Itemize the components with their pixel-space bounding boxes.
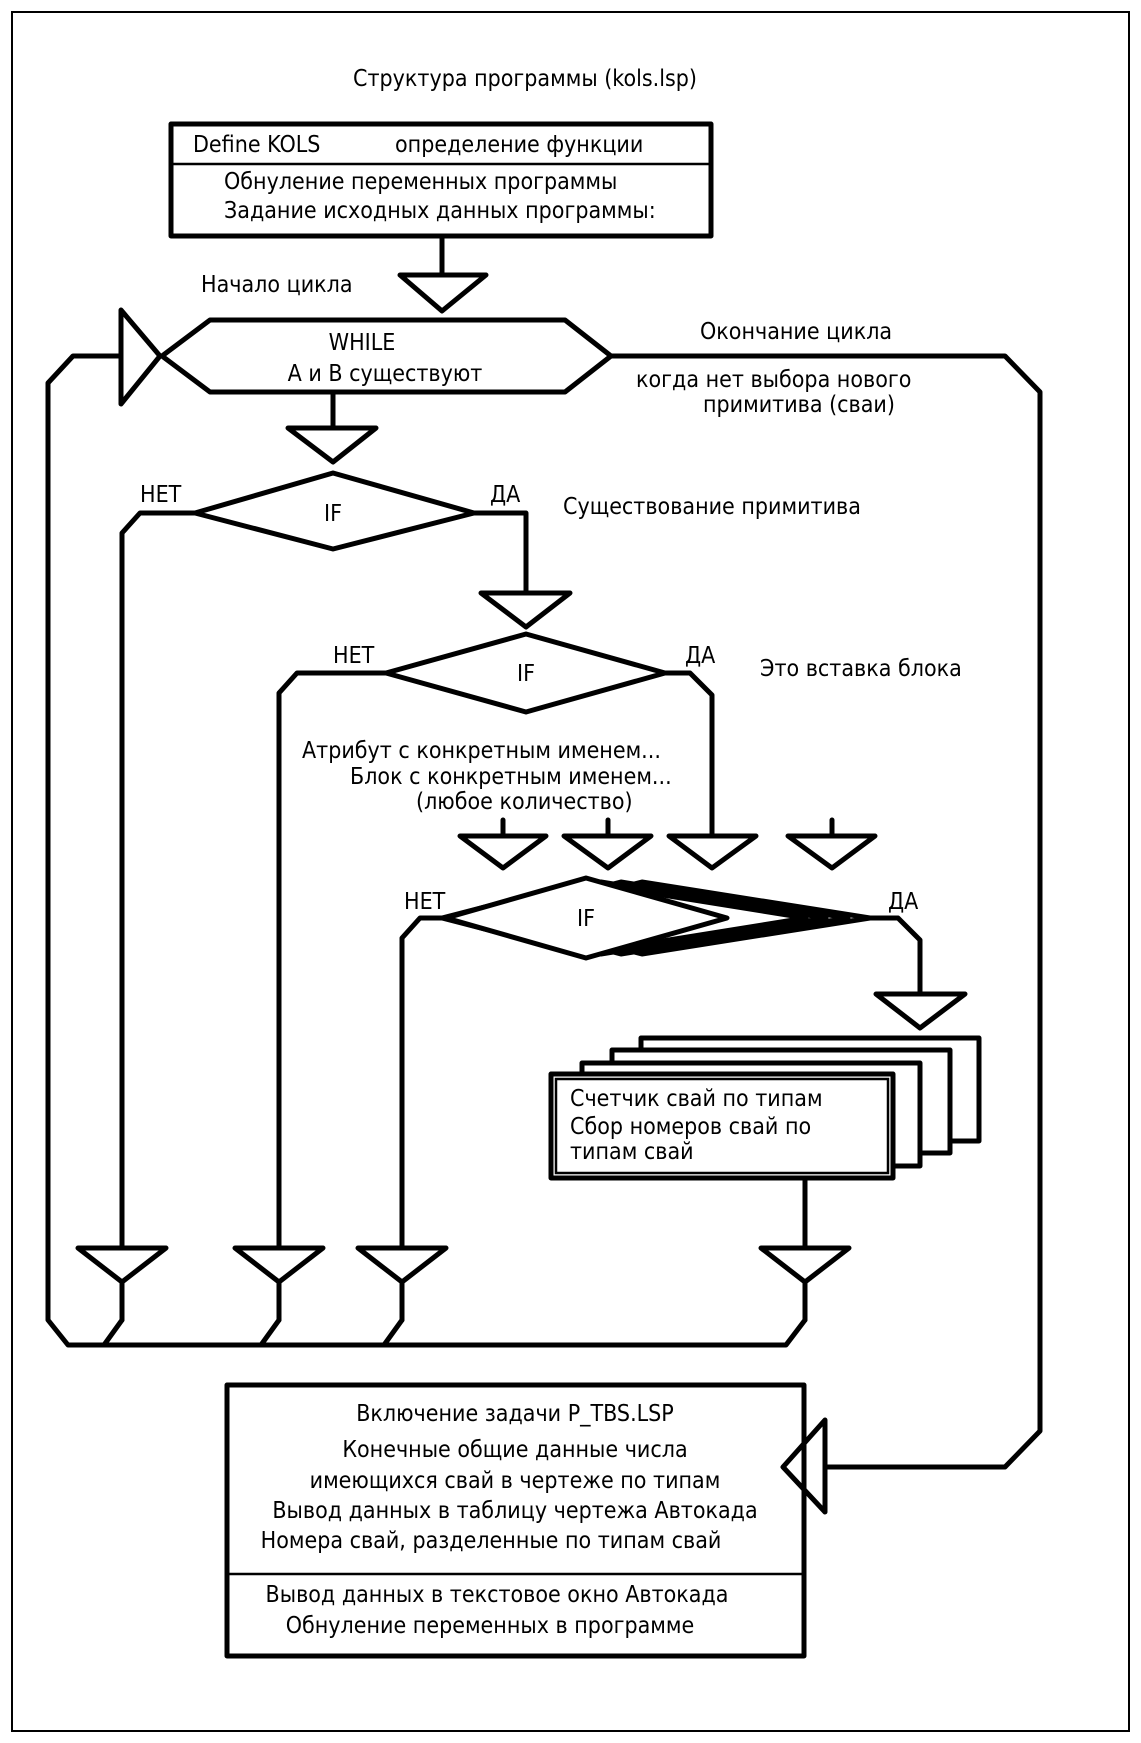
if1-yes: ДА (490, 482, 520, 508)
final-line-3: имеющихся свай в чертеже по типам (310, 1468, 721, 1494)
if3-yes-line (867, 915, 923, 997)
final-line-7: Обнуление переменных в программе (286, 1613, 695, 1639)
incoming-arrows (457, 817, 878, 871)
merge-1 (101, 1317, 125, 1348)
loop-end-note-2: примитива (сваи) (703, 392, 895, 418)
if2-yes-line (662, 670, 715, 839)
while-keyword: WHILE (329, 330, 396, 356)
arrow-if2 (478, 590, 573, 630)
final-line-5: Номера свай, разделенные по типам свай (261, 1528, 722, 1554)
loop-end-note-1: когда нет выбора нового (636, 367, 911, 393)
loop-exit-line (608, 353, 1043, 1470)
bottom-arrows (75, 1245, 852, 1323)
final-line-4: Вывод данных в таблицу чертежа Автокада (272, 1498, 757, 1524)
if2-note: Это вставка блока (760, 656, 962, 682)
final-line-6: Вывод данных в текстовое окно Автокада (266, 1582, 729, 1608)
if2-yes: ДА (685, 643, 715, 669)
counter-line-1: Счетчик свай по типам (570, 1086, 823, 1112)
if2-no-line (276, 670, 389, 1251)
diagram-title: Структура программы (kols.lsp) (353, 66, 697, 92)
while-condition: A и B существуют (288, 361, 483, 387)
header-define: Define KOLS (193, 132, 320, 158)
final-box: Включение задачи P_TBS.LSP Конечные общи… (224, 1382, 807, 1659)
arrow-counter (873, 991, 968, 1031)
if1-block: IF (192, 470, 477, 552)
merge-2 (258, 1317, 282, 1348)
header-define-desc: определение функции (395, 132, 643, 158)
if2-no: НЕТ (333, 643, 375, 669)
while-block: WHILE A и B существуют (159, 317, 614, 395)
header-reset: Обнуление переменных программы (224, 169, 617, 195)
counter-line-2: Сбор номеров свай по (570, 1114, 811, 1140)
if3-block: IF (439, 875, 873, 961)
if3-yes: ДА (888, 889, 918, 915)
counter-box: Счетчик свай по типам Сбор номеров свай … (548, 1035, 982, 1181)
if2-block: IF (383, 631, 668, 715)
loop-end-label: Окончание цикла (700, 319, 892, 345)
final-line-2: Конечные общие данные числа (342, 1437, 687, 1463)
if3-label: IF (577, 906, 595, 932)
counter-line-3: типам свай (570, 1139, 694, 1165)
if2-label: IF (517, 661, 535, 687)
merge-3 (381, 1317, 405, 1348)
if1-yes-line (471, 510, 529, 596)
arrow-if1 (285, 425, 379, 465)
loop-start-label: Начало цикла (201, 272, 353, 298)
arrow-loop-start (397, 272, 489, 314)
if1-no-line (119, 510, 198, 1251)
final-line-1: Включение задачи P_TBS.LSP (356, 1401, 674, 1427)
arrow-loop-back (118, 307, 163, 407)
if3-note-2: Блок с конкретным именем... (350, 764, 672, 790)
if3-note-3: (любое количество) (416, 789, 633, 815)
if3-no: НЕТ (404, 889, 446, 915)
header-box: Define KOLS определение функции Обнулени… (168, 121, 714, 239)
loop-return-line (45, 353, 808, 1348)
if1-note: Существование примитива (563, 494, 861, 520)
if1-label: IF (324, 501, 342, 527)
header-input: Задание исходных данных программы: (224, 198, 656, 224)
if1-no: НЕТ (140, 482, 182, 508)
if3-note-1: Атрибут с конкретным именем... (302, 738, 661, 764)
page-border (11, 11, 1130, 1732)
if3-no-line (399, 915, 449, 1251)
